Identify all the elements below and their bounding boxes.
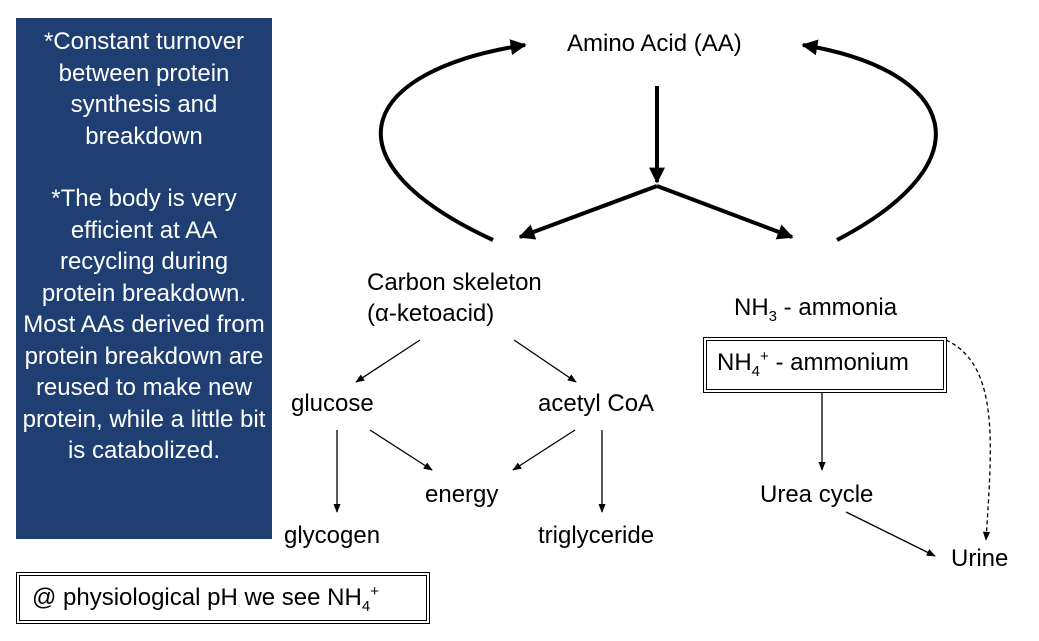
arrow-carbon-glucose <box>355 339 421 383</box>
note-box: *Constant turnover between protein synth… <box>16 18 272 539</box>
ammonia-sub: 3 <box>768 307 778 325</box>
note-para-recycling: *The body is very efficient at AA recycl… <box>22 185 266 464</box>
node-urine: Urine <box>951 545 1009 572</box>
node-amino-acid: Amino Acid (AA) <box>567 30 742 57</box>
arrow-glucose-energy <box>369 429 433 471</box>
arrow-carbon-acetyl <box>513 339 577 383</box>
ammonium-sup: + <box>760 348 769 365</box>
node-glycogen: glycogen <box>284 522 381 549</box>
footer-sup: + <box>370 583 379 600</box>
arrow-ammonium-urine-dashed <box>945 339 991 541</box>
node-energy: energy <box>425 481 499 508</box>
node-carbon-skeleton: Carbon skeleton <box>367 269 542 296</box>
ammonia-suffix: - ammonia <box>777 294 898 321</box>
node-glucose: glucose <box>291 390 374 417</box>
arrow-urea-urine <box>845 511 936 557</box>
arrow-left-loop <box>378 39 527 242</box>
arrow-acetyl-energy <box>512 429 576 471</box>
node-alpha-ketoacid: (α-ketoacid) <box>367 300 495 327</box>
node-ammonium-box: NH4+ - ammonium <box>703 337 947 393</box>
node-urea-cycle: Urea cycle <box>760 481 874 508</box>
footer-prefix: @ physiological pH we see NH <box>32 584 362 611</box>
ammonium-prefix: NH <box>717 349 752 376</box>
footer-sub: 4 <box>361 597 371 615</box>
arrow-to-nh3 <box>656 184 794 240</box>
note-para-turnover: *Constant turnover between protein synth… <box>43 28 245 150</box>
node-ammonia: NH3 - ammonia <box>734 294 898 325</box>
arrow-to-carbon <box>518 184 658 240</box>
ammonia-prefix: NH <box>734 294 769 321</box>
ammonium-sub: 4 <box>751 362 761 380</box>
ammonium-suffix: - ammonium <box>768 349 909 376</box>
footer-note-box: @ physiological pH we see NH4+ <box>16 572 430 624</box>
arrow-right-loop <box>801 39 938 242</box>
node-triglyceride: triglyceride <box>538 522 655 549</box>
node-acetyl-coa: acetyl CoA <box>538 390 655 417</box>
